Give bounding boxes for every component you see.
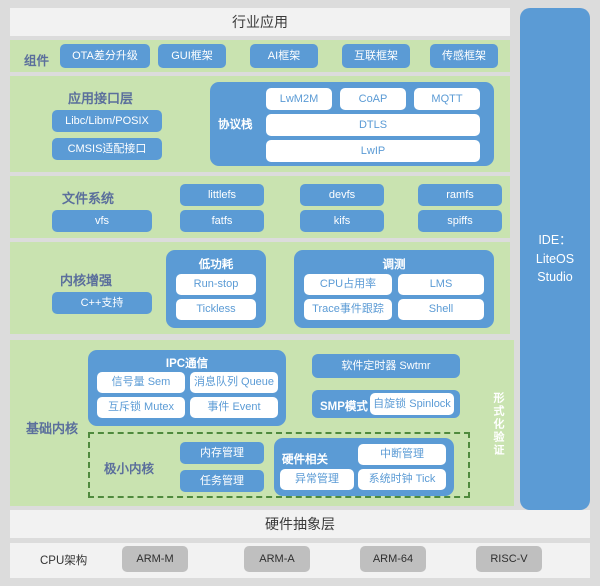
- hardware-related-group: 硬件相关 中断管理 异常管理 系统时钟 Tick: [274, 438, 454, 496]
- debug-lms[interactable]: LMS: [398, 274, 484, 295]
- fs-kifs[interactable]: kifs: [300, 210, 384, 232]
- hardware-abstraction-layer-band: 硬件抽象层: [10, 510, 590, 538]
- minimal-kernel-dashed-box: 极小内核 内存管理 任务管理 硬件相关 中断管理 异常管理 系统时钟 Tick: [88, 432, 470, 498]
- protocol-mqtt[interactable]: MQTT: [414, 88, 480, 110]
- industry-application-label: 行业应用: [232, 14, 288, 30]
- minimal-kernel-memory-management[interactable]: 内存管理: [180, 442, 264, 464]
- fs-spiffs[interactable]: spiffs: [418, 210, 502, 232]
- hardware-interrupt-management[interactable]: 中断管理: [358, 444, 446, 465]
- low-power-run-stop[interactable]: Run-stop: [176, 274, 256, 295]
- component-gui[interactable]: GUI框架: [158, 44, 226, 68]
- hardware-exception-management[interactable]: 异常管理: [280, 469, 354, 490]
- kernel-enhancement-panel: 内核增强 C++支持 低功耗 Run-stop Tickless 调测 CPU占…: [10, 242, 510, 334]
- file-system-label: 文件系统: [62, 191, 115, 206]
- fs-devfs[interactable]: devfs: [300, 184, 384, 206]
- protocol-dtls[interactable]: DTLS: [266, 114, 480, 136]
- hardware-related-label: 硬件相关: [282, 454, 328, 466]
- debug-group: 调测 CPU占用率 LMS Trace事件跟踪 Shell: [294, 250, 494, 328]
- base-kernel-label: 基础内核: [26, 421, 79, 436]
- ipc-semaphore[interactable]: 信号量 Sem: [97, 372, 185, 393]
- cpu-arm-m[interactable]: ARM-M: [122, 546, 188, 572]
- protocol-stack-group: 协议栈 LwM2M CoAP MQTT DTLS LwIP: [210, 82, 494, 166]
- protocol-lwm2m[interactable]: LwM2M: [266, 88, 332, 110]
- api-cmsis[interactable]: CMSIS适配接口: [52, 138, 162, 160]
- minimal-kernel-task-management[interactable]: 任务管理: [180, 470, 264, 492]
- ipc-event[interactable]: 事件 Event: [190, 397, 278, 418]
- components-panel: 组件 OTA差分升级 GUI框架 AI框架 互联框架 传感框架: [10, 40, 510, 72]
- file-system-panel: 文件系统 littlefs devfs ramfs vfs fatfs kifs…: [10, 176, 510, 238]
- kernel-cpp-support[interactable]: C++支持: [52, 292, 152, 314]
- protocol-lwip[interactable]: LwIP: [266, 140, 480, 162]
- low-power-tickless[interactable]: Tickless: [176, 299, 256, 320]
- api-layer-label: 应用接口层: [68, 91, 134, 106]
- cpu-architecture-label: CPU架构: [40, 555, 88, 567]
- debug-trace[interactable]: Trace事件跟踪: [304, 299, 392, 320]
- formal-verification-column: 形式化验证: [482, 344, 514, 504]
- component-ai[interactable]: AI框架: [250, 44, 318, 68]
- hal-label: 硬件抽象层: [265, 516, 335, 532]
- protocol-coap[interactable]: CoAP: [340, 88, 406, 110]
- low-power-label: 低功耗: [198, 259, 234, 271]
- component-ota[interactable]: OTA差分升级: [60, 44, 150, 68]
- ide-label-line2: LiteOS: [535, 251, 575, 266]
- ipc-group: IPC通信 信号量 Sem 消息队列 Queue 互斥锁 Mutex 事件 Ev…: [88, 350, 286, 426]
- smp-spinlock[interactable]: 自旋锁 Spinlock: [370, 393, 454, 415]
- debug-shell[interactable]: Shell: [398, 299, 484, 320]
- debug-cpu-usage[interactable]: CPU占用率: [304, 274, 392, 295]
- fs-fatfs[interactable]: fatfs: [180, 210, 264, 232]
- kernel-enhancement-label: 内核增强: [60, 273, 113, 288]
- component-sensor[interactable]: 传感框架: [430, 44, 498, 68]
- ipc-label: IPC通信: [165, 358, 209, 370]
- ide-label-line3: Studio: [537, 270, 573, 285]
- cpu-risc-v[interactable]: RISC-V: [476, 546, 542, 572]
- smp-group: SMP模式 自旋锁 Spinlock: [312, 390, 460, 418]
- smp-label: SMP模式: [320, 401, 368, 413]
- ide-label-line1: IDE：: [538, 232, 572, 247]
- ipc-mutex[interactable]: 互斥锁 Mutex: [97, 397, 185, 418]
- cpu-arm-a[interactable]: ARM-A: [244, 546, 310, 572]
- fs-littlefs[interactable]: littlefs: [180, 184, 264, 206]
- base-kernel-panel: 基础内核 IPC通信 信号量 Sem 消息队列 Queue 互斥锁 Mutex …: [10, 340, 514, 506]
- component-interconnect[interactable]: 互联框架: [342, 44, 410, 68]
- fs-ramfs[interactable]: ramfs: [418, 184, 502, 206]
- minimal-kernel-label: 极小内核: [104, 462, 155, 476]
- formal-verification-label: 形式化验证: [492, 391, 504, 457]
- ipc-queue[interactable]: 消息队列 Queue: [190, 372, 278, 393]
- software-timer-swtmr[interactable]: 软件定时器 Swtmr: [312, 354, 460, 378]
- fs-vfs[interactable]: vfs: [52, 210, 152, 232]
- ide-liteos-studio-bar: IDE： LiteOS Studio: [520, 8, 590, 510]
- api-layer-panel: 应用接口层 Libc/Libm/POSIX CMSIS适配接口 协议栈 LwM2…: [10, 76, 510, 172]
- api-libc[interactable]: Libc/Libm/POSIX: [52, 110, 162, 132]
- protocol-stack-label: 协议栈: [218, 119, 253, 131]
- hardware-system-tick[interactable]: 系统时钟 Tick: [358, 469, 446, 490]
- debug-label: 调测: [382, 259, 406, 271]
- cpu-arm-64[interactable]: ARM-64: [360, 546, 426, 572]
- components-label: 组件: [24, 54, 50, 68]
- low-power-group: 低功耗 Run-stop Tickless: [166, 250, 266, 328]
- industry-application-band: 行业应用: [10, 8, 510, 36]
